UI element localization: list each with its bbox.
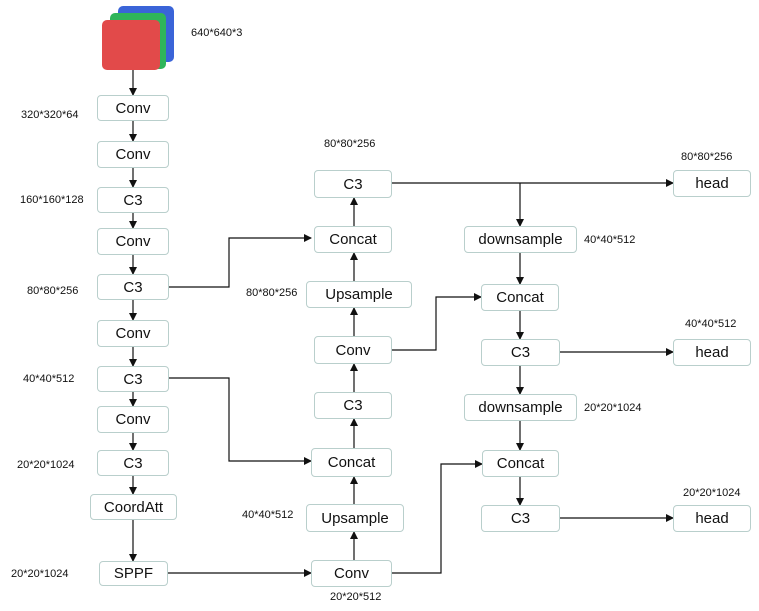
neck-concat-top: Concat — [314, 226, 392, 253]
neck-upsample-bottom: Upsample — [306, 504, 404, 532]
backbone-c3-1: C3 — [97, 187, 169, 213]
dim-label-80x80x256-upsample: 80*80*256 — [246, 287, 298, 299]
input-layer-red — [102, 20, 160, 70]
head-output-1: head — [673, 170, 751, 197]
dim-label-80x80x256-backbone: 80*80*256 — [27, 285, 79, 297]
arrow-conv-concat2 — [392, 460, 483, 574]
backbone-conv-3: Conv — [97, 228, 169, 255]
backbone-conv-5: Conv — [97, 406, 169, 433]
dim-label-20x20x512: 20*20*512 — [330, 591, 382, 603]
head-concat-2: Concat — [482, 450, 559, 477]
head-downsample-1: downsample — [464, 226, 577, 253]
head-c3-1: C3 — [481, 339, 560, 366]
arrow-conv-concat1 — [392, 293, 482, 351]
dim-label-80x80x256-neck-top: 80*80*256 — [324, 138, 376, 150]
arrow-c3-p4-concat — [168, 377, 312, 465]
backbone-coordatt: CoordAtt — [90, 494, 177, 520]
head-concat-1: Concat — [481, 284, 559, 311]
dim-label-20x20x1024-sppf: 20*20*1024 — [11, 568, 69, 580]
neck-c3-top: C3 — [314, 170, 392, 198]
neck-conv-bottom: Conv — [311, 560, 392, 587]
neck-upsample-top: Upsample — [306, 281, 412, 308]
dim-label-40x40x512-downsample: 40*40*512 — [584, 234, 636, 246]
dim-label-40x40x512-backbone: 40*40*512 — [23, 373, 75, 385]
dim-label-40x40x512-upsample: 40*40*512 — [242, 509, 294, 521]
arrow-c3-p3-concat — [168, 234, 312, 288]
neck-concat-lower: Concat — [311, 448, 392, 477]
dim-label-20x20x1024-backbone: 20*20*1024 — [17, 459, 75, 471]
input-dimension-label: 640*640*3 — [191, 27, 243, 39]
head-output-2: head — [673, 339, 751, 366]
backbone-conv-2: Conv — [97, 141, 169, 168]
dim-label-20x20x1024-downsample: 20*20*1024 — [584, 402, 642, 414]
head-output-3: head — [673, 505, 751, 532]
backbone-c3-2: C3 — [97, 274, 169, 300]
backbone-c3-3: C3 — [97, 366, 169, 392]
neck-conv-mid: Conv — [314, 336, 392, 364]
backbone-c3-4: C3 — [97, 450, 169, 476]
dim-label-40x40x512-head: 40*40*512 — [685, 318, 737, 330]
dim-label-320x320x64: 320*320*64 — [21, 109, 79, 121]
neck-c3-mid: C3 — [314, 392, 392, 419]
dim-label-80x80x256-head: 80*80*256 — [681, 151, 733, 163]
head-downsample-2: downsample — [464, 394, 577, 421]
backbone-conv-1: Conv — [97, 95, 169, 121]
backbone-sppf: SPPF — [99, 561, 168, 586]
head-c3-2: C3 — [481, 505, 560, 532]
dim-label-20x20x1024-head: 20*20*1024 — [683, 487, 741, 499]
dim-label-160x160x128: 160*160*128 — [20, 194, 84, 206]
backbone-conv-4: Conv — [97, 320, 169, 347]
